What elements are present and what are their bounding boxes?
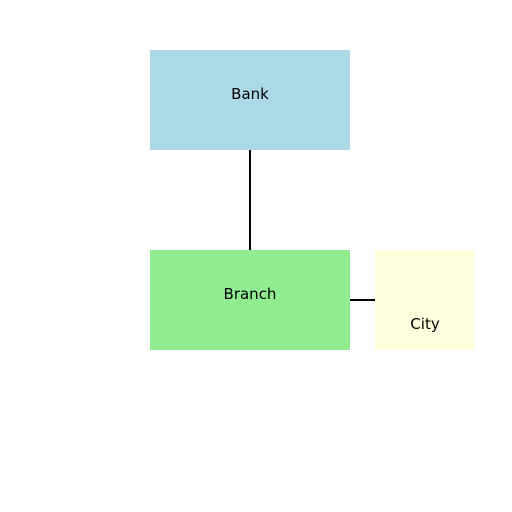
node-bank: Bank [150,50,350,150]
node-bank-label: Bank [231,85,269,103]
node-branch: Branch [150,250,350,350]
node-branch-label: Branch [223,285,277,303]
node-city-label: City [410,315,440,333]
node-city: City [375,250,475,350]
